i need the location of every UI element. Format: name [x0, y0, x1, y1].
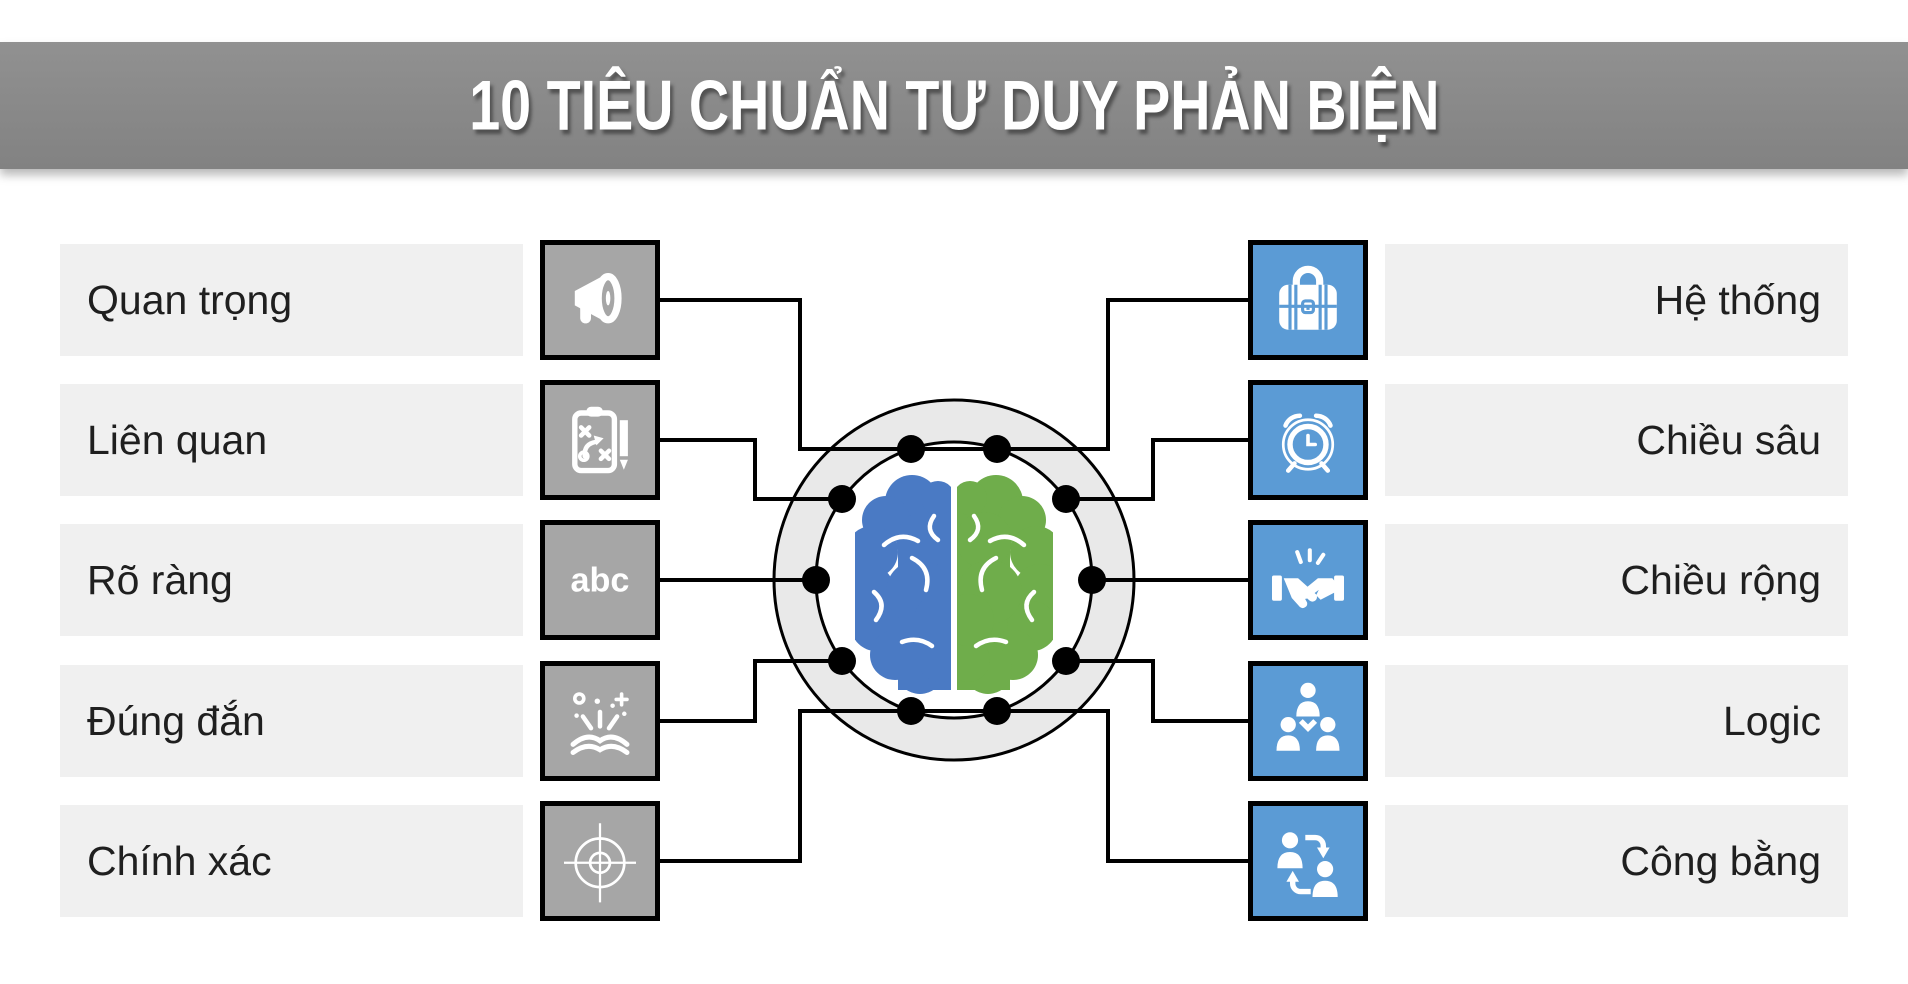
criteria-label: Rõ ràng	[87, 556, 233, 603]
criteria-band-right-5: Công bằng	[1385, 805, 1848, 917]
connector-dung-dan	[660, 659, 842, 723]
criteria-band-right-4: Logic	[1385, 665, 1848, 777]
svg-text:abc: abc	[571, 562, 630, 600]
people-exchange-icon	[1277, 832, 1338, 897]
crosshair-target-icon	[564, 823, 636, 903]
criteria-label: Chính xác	[87, 837, 272, 884]
team-hierarchy-icon	[1276, 682, 1340, 751]
criteria-band-right-3: Chiều rộng	[1385, 524, 1848, 636]
open-book-sparkles-icon	[570, 692, 630, 755]
criteria-label: Quan trọng	[87, 276, 293, 323]
brain-gyri-right	[967, 513, 1037, 649]
connector-lien-quan	[660, 438, 842, 501]
team-hierarchy-icon-box	[1248, 661, 1368, 781]
brain-right-hemisphere	[957, 475, 1053, 694]
strategy-clipboard-icon	[572, 406, 628, 474]
abc-icon: abc	[571, 562, 630, 600]
alarm-clock-icon-box	[1248, 380, 1368, 500]
criteria-band-right-2: Chiều sâu	[1385, 384, 1848, 496]
megaphone-icon-box	[540, 240, 660, 360]
criteria-band-left-5: Chính xác	[60, 805, 523, 917]
criteria-label: Chiều rộng	[1620, 556, 1821, 603]
brain-left-hemisphere	[855, 475, 951, 694]
criteria-band-right-1: Hệ thống	[1385, 244, 1848, 356]
alarm-clock-icon	[1281, 413, 1335, 473]
connector-chieu-sau	[1066, 438, 1248, 501]
criteria-band-left-1: Quan trọng	[60, 244, 523, 356]
abc-icon-box: abc	[540, 520, 660, 640]
criteria-band-left-4: Đúng đắn	[60, 665, 523, 777]
people-exchange-icon-box	[1248, 801, 1368, 921]
criteria-label: Liên quan	[87, 416, 268, 463]
title-banner: 10 TIÊU CHUẨN TƯ DUY PHẢN BIỆN	[0, 42, 1908, 169]
brain-gyri-left	[871, 513, 941, 649]
criteria-label: Đúng đắn	[87, 697, 265, 744]
criteria-band-left-3: Rõ ràng	[60, 524, 523, 636]
connector-logic	[1066, 659, 1248, 723]
briefcase-lock-icon	[1279, 265, 1337, 330]
megaphone-icon	[574, 273, 622, 324]
criteria-label: Công bằng	[1620, 837, 1821, 884]
page-title: 10 TIÊU CHUẨN TƯ DUY PHẢN BIỆN	[468, 65, 1440, 146]
handshake-icon	[1272, 548, 1344, 608]
crosshair-target-icon-box	[540, 801, 660, 921]
criteria-label: Logic	[1722, 697, 1821, 744]
criteria-band-left-2: Liên quan	[60, 384, 523, 496]
open-book-sparkles-icon-box	[540, 661, 660, 781]
briefcase-lock-icon-box	[1248, 240, 1368, 360]
ring-dots	[802, 435, 1106, 725]
strategy-clipboard-icon-box	[540, 380, 660, 500]
handshake-icon-box	[1248, 520, 1368, 640]
criteria-label: Chiều sâu	[1636, 416, 1821, 463]
criteria-label: Hệ thống	[1654, 276, 1821, 323]
